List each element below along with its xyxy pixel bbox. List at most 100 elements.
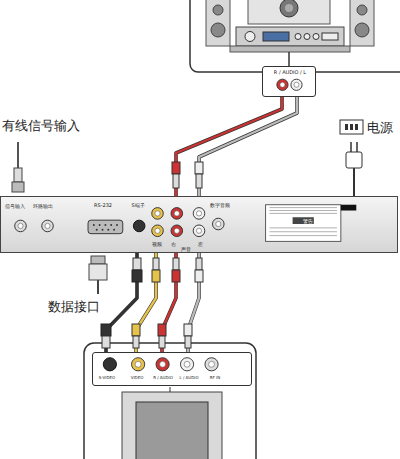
amplifier-base bbox=[230, 46, 350, 52]
rs232-pin bbox=[104, 224, 106, 226]
speaker-cone bbox=[280, 0, 298, 17]
amplifier-button bbox=[313, 34, 319, 40]
rca-plug bbox=[133, 336, 139, 348]
jack bbox=[213, 218, 225, 230]
warning-band bbox=[293, 217, 314, 224]
port-label: 声音 bbox=[181, 247, 191, 252]
port-label: 警告 bbox=[303, 219, 313, 224]
speaker-cone bbox=[355, 23, 369, 37]
svideo-jack bbox=[133, 220, 145, 232]
tv-stem bbox=[170, 387, 171, 392]
jack-hole bbox=[174, 211, 179, 216]
power-socket bbox=[340, 120, 363, 134]
svideo-plug bbox=[133, 258, 141, 270]
sticker-fine-print bbox=[269, 231, 337, 232]
jack-hole bbox=[196, 211, 201, 216]
rca-plug bbox=[132, 324, 140, 336]
speaker bbox=[206, 0, 230, 46]
cable bbox=[176, 97, 282, 196]
jack bbox=[15, 220, 27, 232]
cable bbox=[106, 253, 137, 352]
port-label: RS-232 bbox=[94, 203, 112, 208]
rf-plug bbox=[12, 182, 24, 192]
audio-stem bbox=[288, 52, 290, 66]
data-cable bbox=[97, 280, 99, 294]
cable-outline bbox=[176, 97, 282, 196]
av-cable bbox=[176, 97, 297, 196]
rca-plug bbox=[195, 270, 203, 282]
jack bbox=[193, 225, 205, 237]
port-label: L / AUDIO bbox=[179, 376, 198, 380]
data-plug bbox=[89, 264, 107, 280]
jack bbox=[171, 225, 183, 237]
sticker-fine-print bbox=[269, 213, 337, 214]
power-socket-slot bbox=[350, 124, 353, 130]
svideo-plug bbox=[101, 324, 111, 336]
speaker-cone bbox=[357, 5, 367, 15]
callout-label: 数据接口 bbox=[48, 300, 100, 314]
rs232-pin bbox=[107, 229, 109, 231]
rca-plug bbox=[184, 324, 192, 336]
svideo-plug bbox=[132, 270, 142, 282]
set-top-box-rear-panel: 信号输入环路输出RS-232S端子视频右声音左数字音频警告 bbox=[0, 196, 398, 253]
callout-label: 有线信号输入 bbox=[2, 119, 80, 133]
port-label: 视频 bbox=[152, 242, 162, 247]
speaker-cone bbox=[285, 4, 293, 12]
port-label: R / AUDIO bbox=[153, 376, 173, 380]
jack bbox=[291, 79, 302, 90]
jack bbox=[42, 220, 54, 232]
tv-av-panel: S-VIDEOVIDEOR / AUDIOL / AUDIORF IN bbox=[92, 352, 252, 386]
warning-sticker bbox=[266, 205, 341, 242]
cable-outline bbox=[199, 97, 297, 196]
port-label: VIDEO bbox=[131, 376, 144, 380]
rs232-pin bbox=[96, 229, 98, 231]
amplifier bbox=[236, 27, 344, 46]
center-speaker bbox=[248, 0, 330, 24]
jack-hole bbox=[209, 361, 215, 367]
port-label: 信号输入 bbox=[5, 204, 25, 209]
rca-plug bbox=[195, 162, 203, 174]
port-label: 环路输出 bbox=[33, 204, 53, 209]
audio-input-panel: R / AUDIO / L bbox=[262, 66, 316, 97]
jack bbox=[152, 208, 164, 220]
speaker-cone bbox=[211, 23, 225, 37]
tv-outline bbox=[84, 343, 256, 459]
speaker-cone bbox=[213, 5, 223, 15]
jack bbox=[205, 358, 218, 371]
sticker-fine-print bbox=[269, 210, 337, 211]
rca-plug bbox=[153, 258, 159, 270]
jack-hole bbox=[196, 228, 201, 233]
port-label: S-VIDEO bbox=[99, 376, 115, 380]
jack bbox=[152, 225, 164, 237]
power-socket-slot bbox=[345, 124, 348, 130]
rca-plug bbox=[172, 162, 180, 174]
rca-plug bbox=[185, 336, 191, 348]
power-cord bbox=[353, 168, 355, 198]
rca-plug bbox=[172, 270, 180, 282]
sticker-fine-print bbox=[269, 235, 337, 236]
amplifier-button bbox=[295, 34, 301, 40]
svideo-jack bbox=[103, 358, 116, 371]
av-cable bbox=[106, 253, 199, 352]
rs232-pin bbox=[99, 224, 101, 226]
jack-hole bbox=[160, 361, 166, 367]
amplifier-display bbox=[263, 32, 289, 41]
rca-plug bbox=[196, 174, 202, 188]
rca-plug bbox=[152, 270, 160, 282]
panel-drawing bbox=[93, 353, 251, 385]
callout-label: 电源 bbox=[367, 121, 393, 135]
rs232-pin bbox=[102, 229, 104, 231]
jack-hole bbox=[280, 82, 285, 87]
port-label: 左 bbox=[198, 242, 203, 247]
jack-hole bbox=[45, 223, 50, 228]
jack bbox=[180, 358, 193, 371]
jack-hole bbox=[184, 361, 190, 367]
svideo-plug bbox=[102, 336, 110, 348]
jack-hole bbox=[155, 228, 160, 233]
jack-hole bbox=[135, 361, 141, 367]
jack bbox=[193, 208, 205, 220]
rca-plug bbox=[196, 258, 202, 270]
jack-hole bbox=[294, 82, 299, 87]
audio-system-outline bbox=[190, 0, 400, 72]
power-plug bbox=[346, 152, 362, 168]
